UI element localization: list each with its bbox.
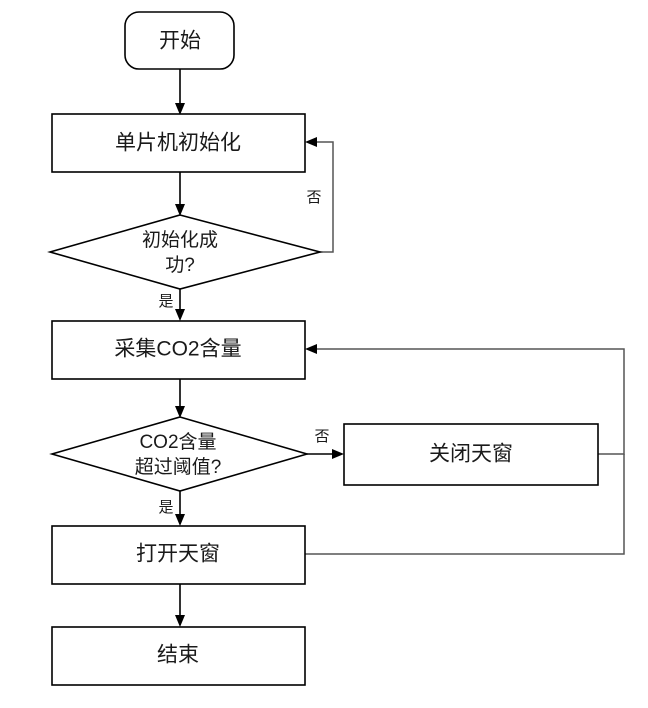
edge-co2-yes-to-open	[175, 491, 185, 526]
collect-co2-label: 采集CO2含量	[114, 338, 241, 361]
open-window-shape	[51, 525, 306, 585]
edge-label-co2-no: 否	[314, 428, 329, 445]
node-decision-init-ok[interactable]: 初始化成 功?	[47, 214, 324, 290]
node-decision-co2-over[interactable]: CO2含量 超过阈值?	[49, 416, 310, 492]
close-window-shape	[343, 423, 599, 486]
init-mcu-label: 单片机初始化	[115, 132, 241, 155]
start-shape	[124, 11, 235, 70]
node-collect-co2[interactable]: 采集CO2含量	[51, 320, 306, 380]
edge-label-init-yes: 是	[158, 293, 173, 310]
edge-open-to-collect-loop	[305, 454, 625, 555]
edge-co2-no-to-close	[307, 449, 344, 459]
edge-decision-no-loop	[305, 137, 334, 253]
end-label: 结束	[157, 644, 199, 667]
edge-open-to-end	[175, 583, 185, 627]
decision-init-ok-label-line2: 功?	[165, 254, 195, 276]
collect-co2-shape	[51, 320, 306, 380]
decision-init-ok-label-line1: 初始化成	[142, 229, 218, 251]
edge-start-to-init	[175, 69, 185, 115]
edge-close-to-collect-loop	[305, 344, 625, 455]
decision-init-ok-shape	[47, 214, 324, 290]
edge-label-init-no: 否	[306, 189, 321, 206]
close-window-label: 关闭天窗	[429, 443, 513, 466]
decision-co2-over-shape	[49, 416, 310, 492]
node-close-window[interactable]: 关闭天窗	[343, 423, 599, 486]
edge-decision-yes-to-collect	[175, 288, 185, 321]
node-init-mcu[interactable]: 单片机初始化	[51, 113, 306, 173]
edge-label-co2-yes: 是	[158, 499, 173, 516]
init-mcu-shape	[51, 113, 306, 173]
node-start[interactable]: 开始	[124, 11, 235, 70]
node-open-window[interactable]: 打开天窗	[51, 525, 306, 585]
decision-co2-over-label-line2: 超过阈值?	[135, 456, 222, 478]
open-window-label: 打开天窗	[136, 543, 220, 566]
end-shape	[51, 626, 306, 686]
node-end[interactable]: 结束	[51, 626, 306, 686]
decision-co2-over-label-line1: CO2含量	[139, 431, 216, 453]
edge-init-to-decision	[175, 172, 185, 216]
edge-collect-to-decision	[175, 378, 185, 418]
start-label: 开始	[159, 30, 201, 53]
